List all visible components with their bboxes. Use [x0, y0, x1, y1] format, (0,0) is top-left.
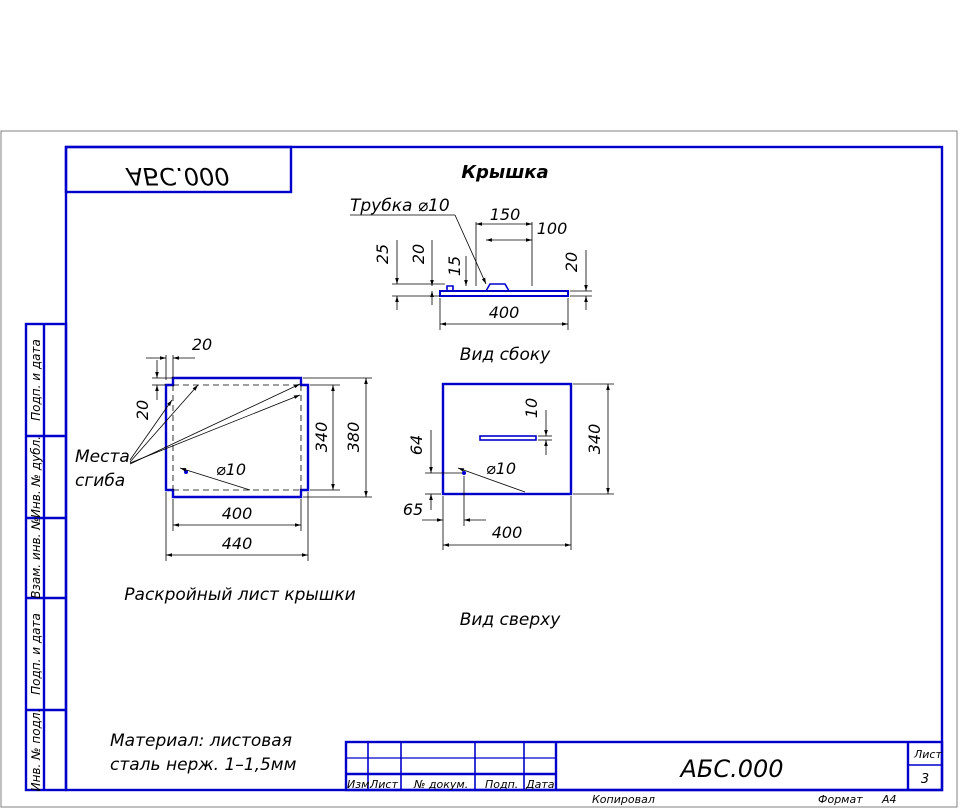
material-line-2: сталь нерж. 1–1,5мм [110, 755, 297, 775]
tb-header-podp: Подп. [485, 778, 518, 791]
side-dim-15: 15 [445, 256, 464, 276]
tb-header-doc: № докум. [413, 778, 468, 791]
side-dim-100: 100 [537, 219, 568, 238]
side-dim-25: 25 [373, 244, 392, 264]
blank-caption: Раскройный лист крышки [124, 585, 355, 605]
bend-label-line2: сгиба [75, 471, 125, 491]
strip-cell-2: Инв. № дубл. [29, 436, 43, 518]
side-view: 400 Трубка ⌀10 150 100 25 20 15 20 Вид с… [350, 196, 592, 365]
top-dim-10: 10 [522, 398, 541, 418]
side-dim-400: 400 [489, 303, 520, 322]
blank-dim-380: 380 [344, 422, 363, 453]
strip-cell-1: Подп. и дата [29, 339, 43, 421]
top-dim-340: 340 [585, 424, 604, 455]
tb-format-value: А4 [881, 793, 897, 806]
bend-label-line1: Места [75, 447, 130, 467]
tube-label: Трубка ⌀10 [350, 196, 450, 216]
side-view-caption: Вид сбоку [460, 345, 551, 365]
strip-cell-5: Инв. № подл. [29, 709, 43, 792]
strip-cell-4: Подп. и дата [29, 613, 43, 695]
tb-sheet-label: Лист [913, 748, 942, 761]
tb-header-list: Лист [369, 778, 398, 791]
side-dim-20-right: 20 [562, 252, 581, 272]
blank-dim-20-top: 20 [192, 335, 212, 354]
mirrored-code-box: АБС.000 [64, 145, 293, 194]
tb-format-label: Формат [818, 793, 863, 806]
side-dim-20-left: 20 [409, 244, 428, 264]
strip-cell-3: Взам. инв. № [29, 517, 43, 598]
material-line-1: Материал: листовая [110, 731, 292, 751]
top-dim-400: 400 [492, 523, 523, 542]
side-dim-150: 150 [490, 205, 521, 224]
tb-sheet-number: 3 [921, 772, 929, 787]
tb-code: АБС.000 [678, 755, 783, 783]
title-block: Изм. Лист № докум. Подп. Дата АБС.000 Ли… [344, 740, 944, 806]
tb-copied: Копировал [592, 793, 655, 806]
mirrored-code-text: АБС.000 [124, 162, 229, 190]
top-dim-65: 65 [403, 500, 423, 519]
outer-border [0, 130, 958, 808]
blank-dim-400: 400 [222, 504, 253, 523]
top-dim-64: 64 [407, 435, 426, 455]
blank-sheet-view: 20 20 340 380 400 440 Места сгиба [75, 335, 372, 605]
blank-dim-440: 440 [222, 534, 253, 553]
blank-hole-label: ⌀10 [216, 460, 246, 479]
blank-dim-340: 340 [312, 422, 331, 453]
top-view: 10 340 64 65 400 ⌀10 Вид сверху [403, 382, 614, 630]
top-view-caption: Вид сверху [460, 610, 562, 630]
top-hole-label: ⌀10 [486, 459, 516, 478]
tb-header-izm: Изм. [347, 778, 373, 791]
tb-header-date: Дата [525, 778, 555, 791]
blank-dim-20-left: 20 [133, 400, 152, 420]
drawing-title: Крышка [461, 162, 548, 183]
left-strip: Подп. и дата Инв. № дубл. Взам. инв. № П… [24, 322, 68, 792]
